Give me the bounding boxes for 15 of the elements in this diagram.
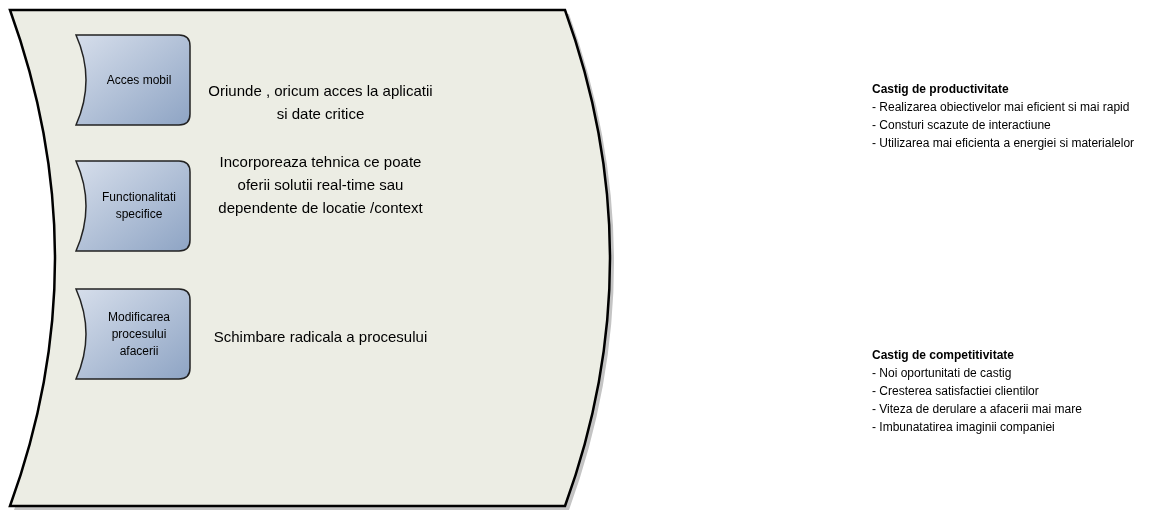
description-text: Oriunde , oricum acces la aplicatii si date critice: [208, 81, 433, 124]
description-text: Schimbare radicala a procesului: [212, 326, 429, 347]
bullet-item: - Utilizarea mai eficienta a energiei si materialelor: [872, 135, 1135, 152]
bullet-item: - Viteza de derulare a afacerii mai mare: [872, 401, 1082, 418]
description-text: Incorporeaza tehnica ce poate oferii solutii real-time sau dependente de locatie /context: [217, 151, 424, 218]
tab-label: Modificarea procesului afacerii: [107, 308, 171, 360]
bullet-item: - Cresterea satisfactiei clientilor: [872, 383, 1040, 400]
section-heading: Castig de competitivitate: [872, 347, 1016, 364]
section-heading: Castig de productivitate: [872, 81, 1010, 98]
bullet-item: - Imbunatatirea imaginii companiei: [872, 419, 1056, 436]
bullet-item: - Consturi scazute de interactiune: [872, 117, 1052, 134]
tab-label: Acces mobil: [106, 71, 172, 89]
bullet-item: - Realizarea obiectivelor mai eficient si mai rapid: [872, 99, 1131, 116]
tab-label: Functionalitati specifice: [100, 189, 177, 223]
bullet-item: - Noi oportunitati de castig: [872, 365, 1013, 382]
